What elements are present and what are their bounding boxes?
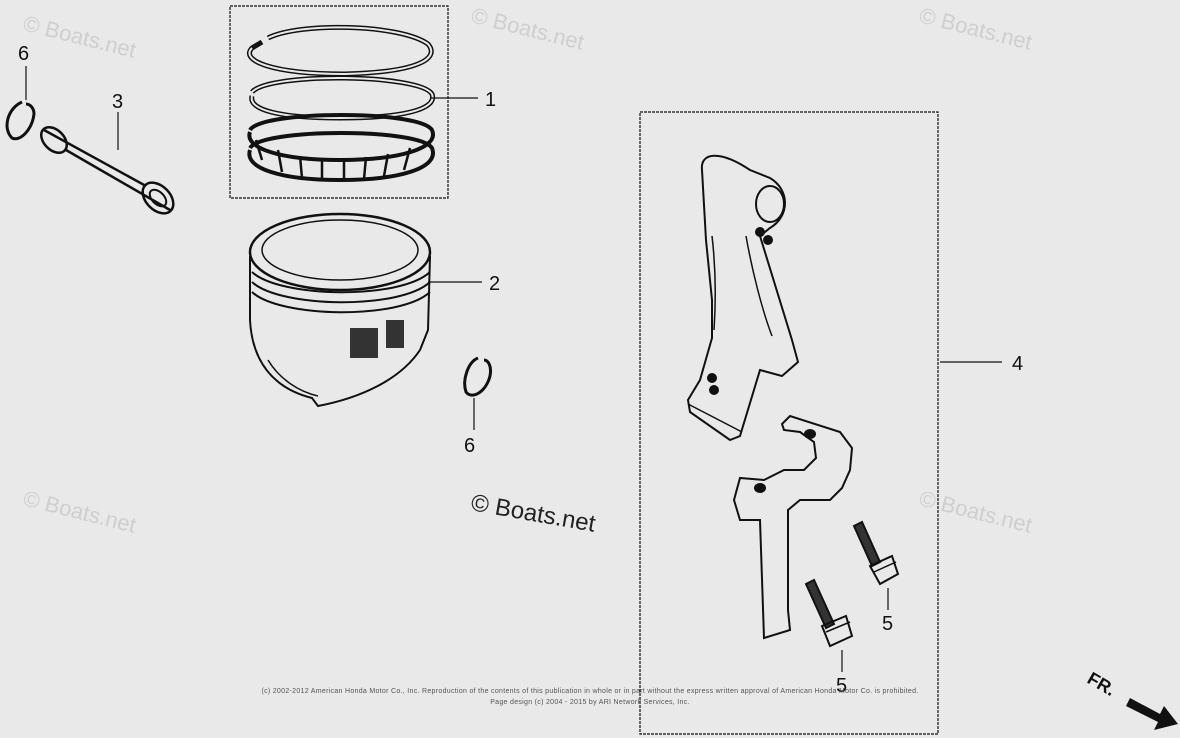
watermark-bottom-left: © Boats.net xyxy=(21,486,139,538)
rod-bolt-a[interactable] xyxy=(852,520,900,610)
callout-4: 4 xyxy=(1012,353,1023,375)
callout-6-top: 6 xyxy=(18,43,29,65)
front-label: FR. xyxy=(1084,668,1119,700)
pin-clip-middle[interactable] xyxy=(463,356,492,430)
copyright-line-2: Page design (c) 2004 - 2015 by ARI Netwo… xyxy=(490,699,690,706)
callout-6-middle: 6 xyxy=(464,435,475,457)
piston[interactable] xyxy=(248,212,482,408)
watermark-layer: © Boats.net © Boats.net © Boats.net © Bo… xyxy=(21,3,1035,538)
pin-clip-top-left[interactable] xyxy=(5,66,36,141)
connecting-rod-assy[interactable] xyxy=(639,111,1002,735)
piston-ring-set[interactable] xyxy=(229,5,478,199)
front-arrow-icon xyxy=(1126,698,1178,730)
callout-1: 1 xyxy=(485,89,496,111)
watermark-top-center: © Boats.net xyxy=(469,3,587,55)
callout-2: 2 xyxy=(489,273,500,295)
piston-pin[interactable] xyxy=(36,112,179,219)
callout-5-b: 5 xyxy=(836,675,847,697)
callout-5-a: 5 xyxy=(882,613,893,635)
watermark-center: © Boats.net xyxy=(469,489,598,537)
watermark-bottom-right: © Boats.net xyxy=(917,486,1035,538)
callout-3: 3 xyxy=(112,91,123,113)
watermark-top-right: © Boats.net xyxy=(917,3,1035,55)
watermark-top-left: © Boats.net xyxy=(21,11,139,63)
rod-bolt-b[interactable] xyxy=(804,578,854,672)
copyright-line-1: (c) 2002-2012 American Honda Motor Co., … xyxy=(261,688,919,695)
